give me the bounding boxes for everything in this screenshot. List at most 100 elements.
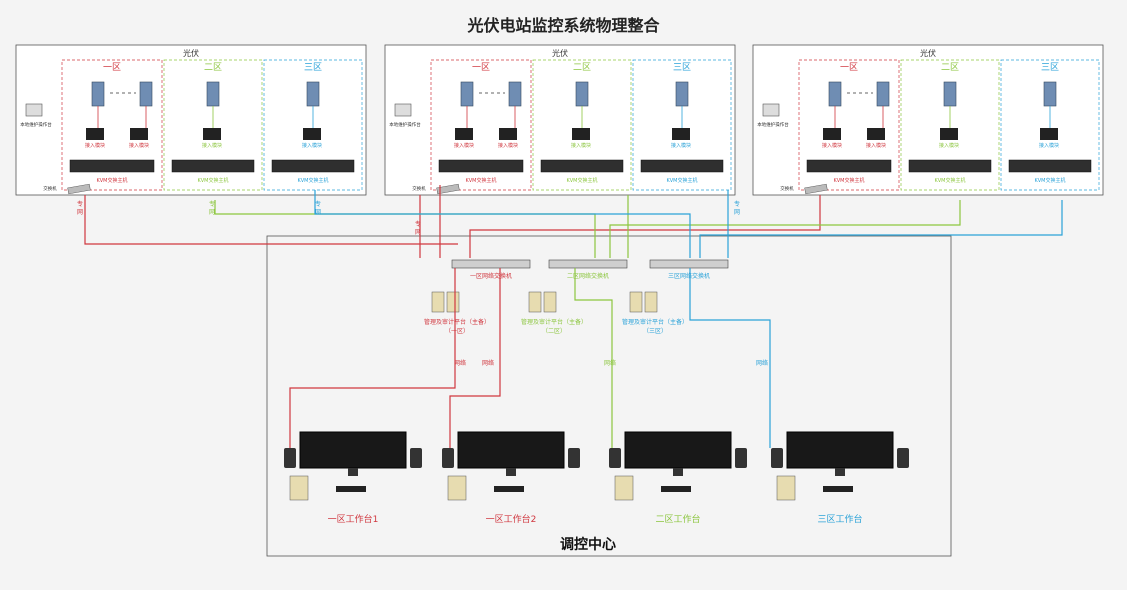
station-label: 光伏 — [920, 48, 936, 58]
speaker-icon — [410, 448, 422, 468]
access-module-icon — [499, 128, 517, 140]
server-icon — [828, 81, 842, 107]
zone1-link — [469, 195, 821, 258]
access-module-label: 接入模块 — [302, 142, 322, 149]
server-icon — [139, 81, 153, 107]
zone-label: 三区 — [304, 62, 322, 73]
station-block: 光伏一区接入模块接入模块KVM交换主机二区接入模块KVM交换主机三区接入模块KV… — [15, 44, 367, 196]
private-net-label: 网 — [209, 209, 215, 216]
audit-zone-label: （一区） — [445, 328, 469, 335]
kvm-host-icon — [1008, 159, 1092, 173]
private-net-label: 专 — [734, 200, 740, 208]
monitor-icon — [299, 431, 407, 469]
kvm-host-label: KVM交换主机 — [934, 177, 965, 184]
access-module-icon — [86, 128, 104, 140]
audit-server-icon — [543, 291, 557, 313]
converter-label: 交换机 — [780, 185, 794, 192]
access-module-label: 接入模块 — [571, 142, 591, 149]
kvm-host-icon — [271, 159, 355, 173]
speaker-icon — [735, 448, 747, 468]
access-module-label: 接入模块 — [939, 142, 959, 149]
zone-label: 二区 — [941, 62, 959, 73]
zone-frame — [263, 59, 363, 191]
access-module-label: 接入模块 — [822, 142, 842, 149]
local-console-icon — [762, 103, 780, 117]
network-switch-icon — [649, 259, 729, 269]
access-module-icon — [130, 128, 148, 140]
kvm-host-icon — [640, 159, 724, 173]
zone-frame — [430, 59, 532, 191]
zone-frame — [798, 59, 900, 191]
server-icon — [206, 81, 220, 107]
kvm-host-icon — [438, 159, 524, 173]
converter-icon — [67, 183, 91, 195]
kvm-host-icon — [171, 159, 255, 173]
access-module-icon — [455, 128, 473, 140]
network-label: 网络 — [454, 359, 466, 367]
control-center-label: 调控中心 — [560, 537, 616, 553]
local-console-icon — [394, 103, 412, 117]
zone-frame — [632, 59, 732, 191]
zone-frame — [61, 59, 163, 191]
zone-label: 一区 — [103, 62, 121, 73]
zone-label: 三区 — [1041, 62, 1059, 73]
audit-server-icon — [644, 291, 658, 313]
zone1-workstation-link — [289, 268, 456, 448]
private-net-label: 专 — [77, 200, 83, 208]
server-icon — [1043, 81, 1057, 107]
local-console-icon — [25, 103, 43, 117]
zone3-link — [699, 200, 1063, 258]
station-block: 光伏一区接入模块接入模块KVM交换主机二区接入模块KVM交换主机三区接入模块KV… — [752, 44, 1104, 196]
network-label: 网络 — [482, 359, 494, 367]
access-module-label: 接入模块 — [866, 142, 886, 149]
network-switch-label: 三区网络交换机 — [668, 272, 710, 280]
workstation-pc-icon — [614, 475, 634, 501]
server-icon — [508, 81, 522, 107]
local-console-label: 本地维护操作台 — [20, 121, 52, 128]
network-switch-icon — [548, 259, 628, 269]
diagram-title: 光伏电站监控系统物理整合 — [467, 16, 660, 35]
converter-icon — [436, 183, 460, 195]
speaker-icon — [568, 448, 580, 468]
workstation-pc-icon — [289, 475, 309, 501]
kvm-host-label: KVM交换主机 — [96, 177, 127, 184]
network-switch-label: 一区网络交换机 — [470, 272, 512, 280]
server-icon — [876, 81, 890, 107]
converter-label: 交换机 — [43, 185, 57, 192]
zone2-link — [214, 200, 596, 258]
kvm-host-label: KVM交换主机 — [566, 177, 597, 184]
zone-label: 三区 — [673, 62, 691, 73]
zone-label: 一区 — [840, 62, 858, 73]
zone-frame — [1000, 59, 1100, 191]
audit-platform-label: 管理及审计平台（主备） — [424, 318, 490, 326]
keyboard-icon — [661, 486, 691, 492]
station-label: 光伏 — [552, 48, 568, 58]
server-icon — [91, 81, 105, 107]
zone-frame — [900, 59, 1000, 191]
audit-server-icon — [431, 291, 445, 313]
zone-frame — [163, 59, 263, 191]
keyboard-icon — [336, 486, 366, 492]
kvm-host-icon — [69, 159, 155, 173]
access-module-icon — [572, 128, 590, 140]
zone1-link — [84, 195, 458, 245]
workstation-pc-icon — [776, 475, 796, 501]
speaker-icon — [609, 448, 621, 468]
audit-platform-label: 管理及审计平台（主备） — [521, 318, 587, 326]
zone-label: 一区 — [472, 62, 490, 73]
audit-zone-label: （三区） — [643, 328, 667, 335]
zone3-link — [314, 190, 691, 258]
access-module-label: 接入模块 — [202, 142, 222, 149]
access-module-icon — [1040, 128, 1058, 140]
access-module-icon — [823, 128, 841, 140]
network-switch-label: 二区网络交换机 — [567, 272, 609, 280]
workstation-label: 一区工作台1 — [328, 513, 379, 525]
kvm-host-label: KVM交换主机 — [297, 177, 328, 184]
access-module-icon — [867, 128, 885, 140]
control-center-frame — [266, 235, 952, 557]
speaker-icon — [284, 448, 296, 468]
access-module-icon — [203, 128, 221, 140]
audit-server-icon — [446, 291, 460, 313]
private-net-label: 网 — [734, 209, 740, 216]
